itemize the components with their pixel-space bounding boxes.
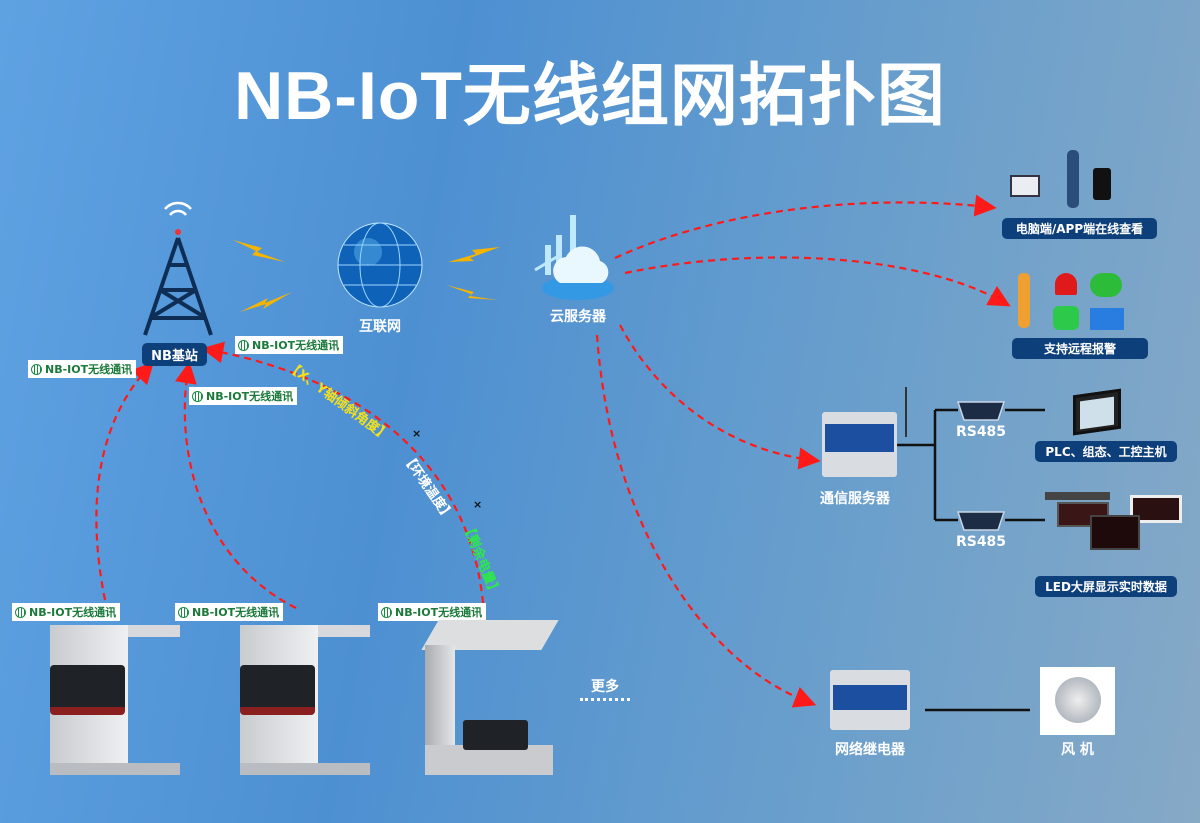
- led-screens-icon: [1045, 490, 1185, 570]
- tilt-sensor-icon: [50, 665, 125, 715]
- fan-device: [1040, 667, 1115, 735]
- cloud-server-icon: [534, 215, 614, 300]
- comm-server-label: 通信服务器: [820, 491, 890, 507]
- arrow-sensor3-base: [201, 341, 485, 604]
- separator: ×: [412, 427, 422, 440]
- arrow-cloud-view: [614, 194, 997, 259]
- relay-label: 网络继电器: [835, 742, 905, 758]
- plc-label: PLC、组态、工控主机: [1035, 441, 1177, 462]
- tilt-sensor-icon: [463, 720, 528, 750]
- alarm-light-icon: [1055, 273, 1077, 295]
- arrow-sensor1-base: [95, 361, 154, 601]
- arrow-cloud-server: [619, 324, 821, 470]
- rs485-label: RS485: [955, 534, 1007, 550]
- view-online-label: 电脑端/APP端在线查看: [1002, 218, 1157, 239]
- email-icon: [1090, 308, 1124, 330]
- globe-icon: [15, 606, 26, 618]
- more-label: 更多: [591, 679, 619, 695]
- globe-icon: [381, 606, 392, 618]
- network-relay-device: [830, 670, 910, 730]
- sms-icon: [1053, 306, 1079, 330]
- separator: ×: [473, 498, 483, 511]
- antenna-icon: [905, 387, 907, 437]
- nb-iot-label: NB-IOT无线通讯: [12, 603, 121, 621]
- nb-iot-label: NB-IOT无线通讯: [189, 387, 298, 405]
- comm-server-device: [822, 387, 907, 477]
- globe-icon: [337, 222, 423, 308]
- sensor-mount-3: [421, 620, 559, 775]
- alarm-icons: [1010, 268, 1130, 330]
- nb-iot-label: NB-IOT无线通讯: [28, 360, 137, 378]
- globe-icon: [31, 363, 42, 375]
- rs485-label: RS485: [955, 424, 1007, 440]
- lightning-icons: [233, 240, 500, 312]
- person-icon: [1018, 273, 1030, 328]
- fan-label: 风 机: [1061, 742, 1094, 758]
- arrow-sensor2-base: [175, 361, 297, 609]
- base-station-label: NB基站: [142, 343, 207, 366]
- arrow-cloud-alarm: [624, 256, 1011, 307]
- nb-iot-label: NB-IOT无线通讯: [378, 603, 487, 621]
- more-dots: [580, 698, 630, 701]
- tower-icon: [143, 201, 213, 336]
- wechat-icon: [1090, 273, 1122, 297]
- industrial-pc-icon: [1073, 388, 1121, 436]
- tilt-sensor-icon: [240, 665, 315, 715]
- rs485-connector-icons: [956, 401, 1006, 531]
- nb-iot-label: NB-IOT无线通讯: [175, 603, 284, 621]
- page-title: NB-IoT无线组网拓扑图: [234, 58, 946, 134]
- globe-icon: [238, 339, 249, 351]
- remote-alarm-label: 支持远程报警: [1012, 338, 1148, 359]
- users-devices-icon: [1005, 150, 1111, 210]
- sensor-mount-2: [240, 625, 370, 775]
- sensor-mount-1: [50, 625, 180, 775]
- internet-label: 互联网: [359, 319, 401, 335]
- nb-iot-label: NB-IOT无线通讯: [235, 336, 344, 354]
- arrow-cloud-relay: [595, 334, 817, 708]
- led-display-label: LED大屏显示实时数据: [1035, 576, 1177, 597]
- globe-icon: [178, 606, 189, 618]
- globe-icon: [192, 390, 203, 402]
- cloud-label: 云服务器: [550, 309, 606, 325]
- line-server-rs485: [895, 408, 958, 522]
